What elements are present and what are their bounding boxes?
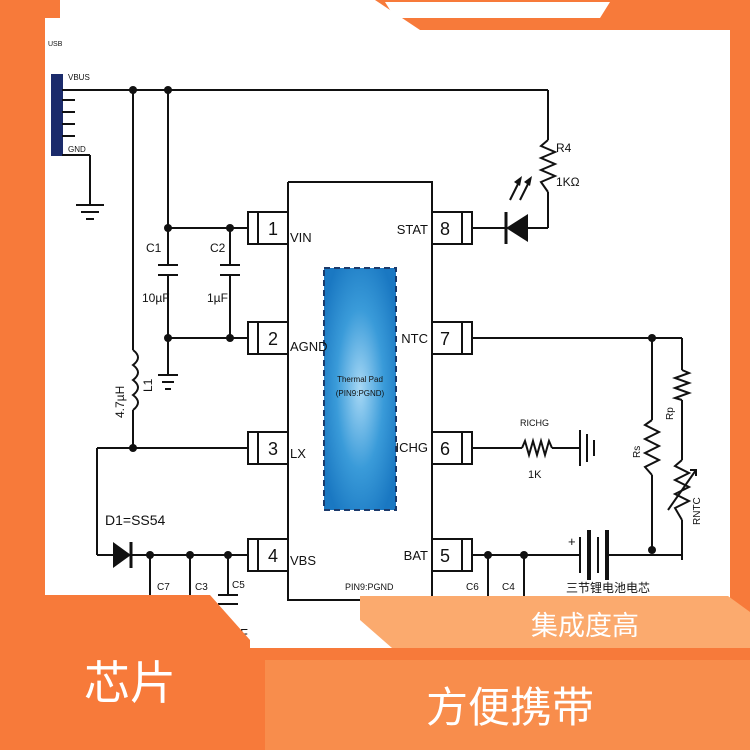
pin-8-number: 8 [440, 219, 450, 239]
battery-label: 三节锂电池电芯 [566, 580, 650, 595]
banner-top-right: 集成度高 [470, 604, 700, 642]
pin-1-number: 1 [268, 219, 278, 239]
pin-stat-label: STAT [397, 222, 428, 237]
banner-bottom-left: 芯片 [40, 640, 220, 720]
decorative-frame [0, 0, 750, 620]
pin-ntc-label: NTC [401, 331, 428, 346]
c7-label: C7 [157, 582, 170, 593]
pin-bat-label: BAT [404, 548, 428, 563]
banner-top-right-text: 集成度高 [531, 610, 639, 642]
c2-label: C2 [210, 241, 226, 255]
vbus-label: VBUS [68, 73, 90, 82]
pin-vin-label: VIN [290, 230, 312, 245]
pin-4-number: 4 [268, 546, 278, 566]
pin-lx-label: LX [290, 446, 306, 461]
pin-3-number: 3 [268, 439, 278, 459]
c2-value: 1µF [207, 291, 228, 305]
l1-value: 4.7µH [113, 386, 127, 418]
thermal-pad [323, 267, 397, 511]
bottom-banners [0, 595, 750, 750]
thermal-pad-sublabel: (PIN9:PGND) [336, 389, 385, 398]
l1-label: L1 [141, 378, 155, 392]
pgnd-label: PIN9:PGND [345, 582, 394, 592]
banner-bottom-right-text: 方便携带 [425, 682, 594, 732]
pin-vbs-label: VBS [290, 553, 316, 568]
c3-label: C3 [195, 582, 208, 593]
c4-label: C4 [502, 582, 515, 593]
usb-label: USB [48, 41, 63, 48]
diode-d1-icon [113, 542, 133, 568]
pin-6-number: 6 [440, 439, 450, 459]
r4-label: R4 [556, 141, 572, 155]
thermal-pad-label: Thermal Pad [337, 375, 383, 384]
pin-2-number: 2 [268, 329, 278, 349]
wiring [51, 74, 697, 605]
c1-label: C1 [146, 241, 162, 255]
d1-label: D1=SS54 [105, 512, 166, 528]
pin-7-number: 7 [440, 329, 450, 349]
banner-bottom-right: 方便携带 [380, 676, 640, 732]
banner-bottom-left-text: 芯片 [84, 656, 176, 710]
rntc-label: RNTC [692, 497, 703, 525]
c6-label: C6 [466, 582, 479, 593]
rp-label: Rp [665, 407, 676, 420]
c5-label: C5 [232, 580, 245, 591]
c1-value: 10µF [142, 291, 170, 305]
led-icon [504, 176, 532, 244]
pin-5-number: 5 [440, 546, 450, 566]
gnd-label: GND [68, 145, 86, 154]
richg-value: 1K [528, 469, 542, 481]
pin-ichg-label: ICHG [396, 440, 429, 455]
junction-dots [129, 86, 656, 559]
r4-value: 1KΩ [556, 175, 580, 189]
pin-boxes [247, 211, 473, 572]
richg-label: RICHG [520, 418, 549, 428]
pin-agnd-label: AGND [290, 339, 328, 354]
battery-plus: + [568, 534, 576, 549]
rs-label: Rs [632, 446, 643, 458]
